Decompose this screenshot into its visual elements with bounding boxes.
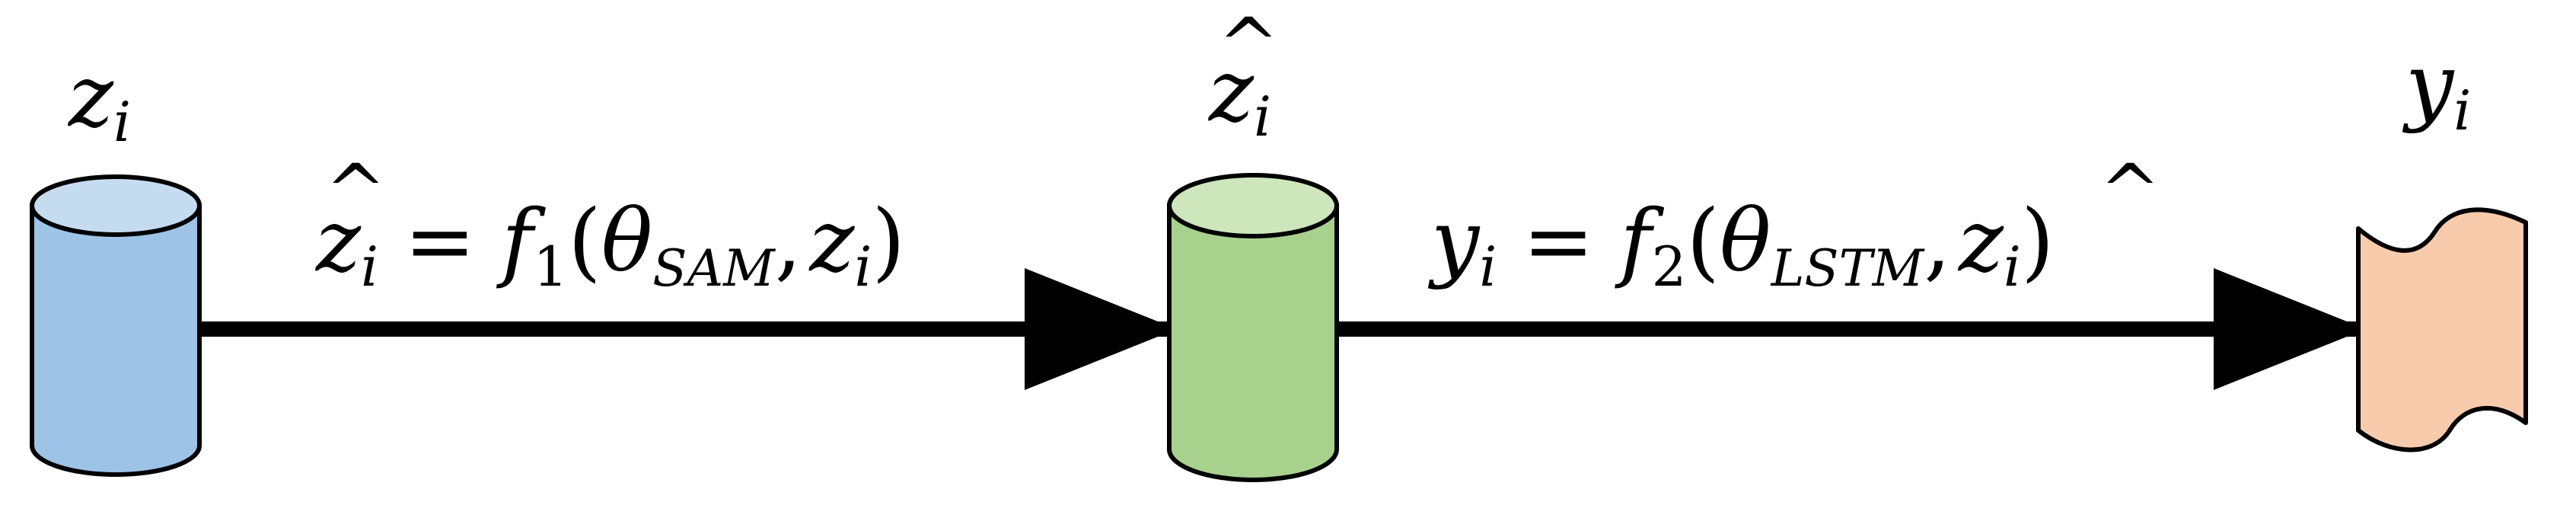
input-cylinder-body bbox=[30, 203, 202, 477]
lstm-equation: yi=f2(θLSTM,zi) bbox=[1427, 192, 2055, 299]
sam-equation: zi=f1(θSAM,zi) bbox=[314, 192, 905, 299]
sam-equation-hat: ^ bbox=[325, 149, 386, 234]
lstm-equation-hat: ^ bbox=[2099, 149, 2160, 234]
input-cylinder bbox=[30, 174, 202, 477]
intermediate-cylinder bbox=[1167, 173, 1339, 482]
output-tape-shape bbox=[2356, 207, 2528, 452]
intermediate-cylinder-top bbox=[1167, 173, 1339, 238]
intermediate-label-hat: ^ bbox=[1218, 2, 1279, 88]
input-cylinder-top bbox=[30, 174, 202, 237]
input-label: zi bbox=[67, 47, 131, 154]
output-label: yi bbox=[2402, 36, 2471, 142]
intermediate-label: zi bbox=[1207, 42, 1271, 149]
intermediate-cylinder-body bbox=[1167, 203, 1339, 482]
